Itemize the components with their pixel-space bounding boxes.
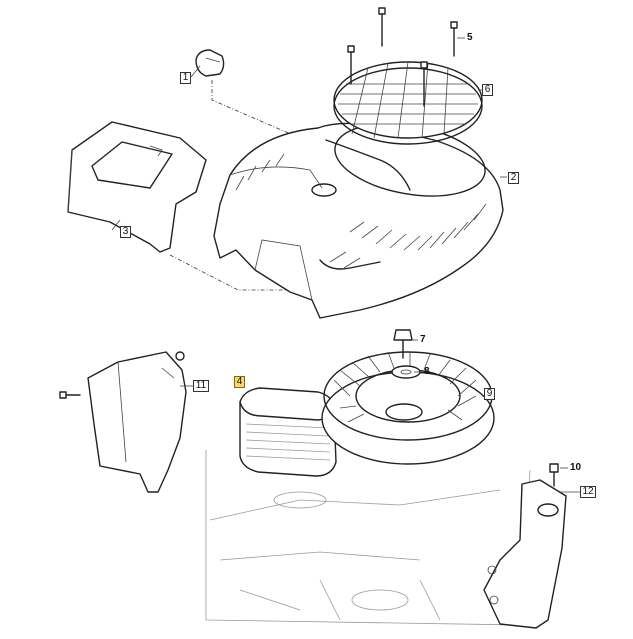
part-11-shroud (59, 351, 187, 493)
callout-2: 2 (508, 172, 519, 184)
assembly-guide-lines (169, 80, 310, 291)
callout-10: 10 (570, 462, 582, 473)
part-10-bolt (549, 463, 559, 487)
callout-7: 7 (420, 334, 426, 345)
part-1-cap (195, 49, 225, 77)
callout-6: 6 (482, 84, 493, 96)
engine-block (205, 450, 531, 626)
part-4-air-filter (239, 387, 337, 477)
part-6-rotating-screen (333, 61, 483, 145)
part-3-cover (67, 121, 207, 253)
callout-9: 9 (484, 388, 495, 400)
callout-8: 8 (424, 366, 430, 377)
callout-leaders (111, 37, 580, 493)
part-5-bolts (347, 7, 458, 107)
callout-5: 5 (467, 32, 473, 43)
callout-11: 11 (193, 380, 209, 392)
part-12-bracket (483, 479, 567, 629)
part-2-blower-housing (213, 122, 504, 319)
callout-3: 3 (120, 226, 131, 238)
callout-4: 4 (234, 376, 245, 388)
part-7-nut (393, 329, 413, 359)
callout-1: 1 (180, 72, 191, 84)
callout-12: 12 (580, 486, 596, 498)
